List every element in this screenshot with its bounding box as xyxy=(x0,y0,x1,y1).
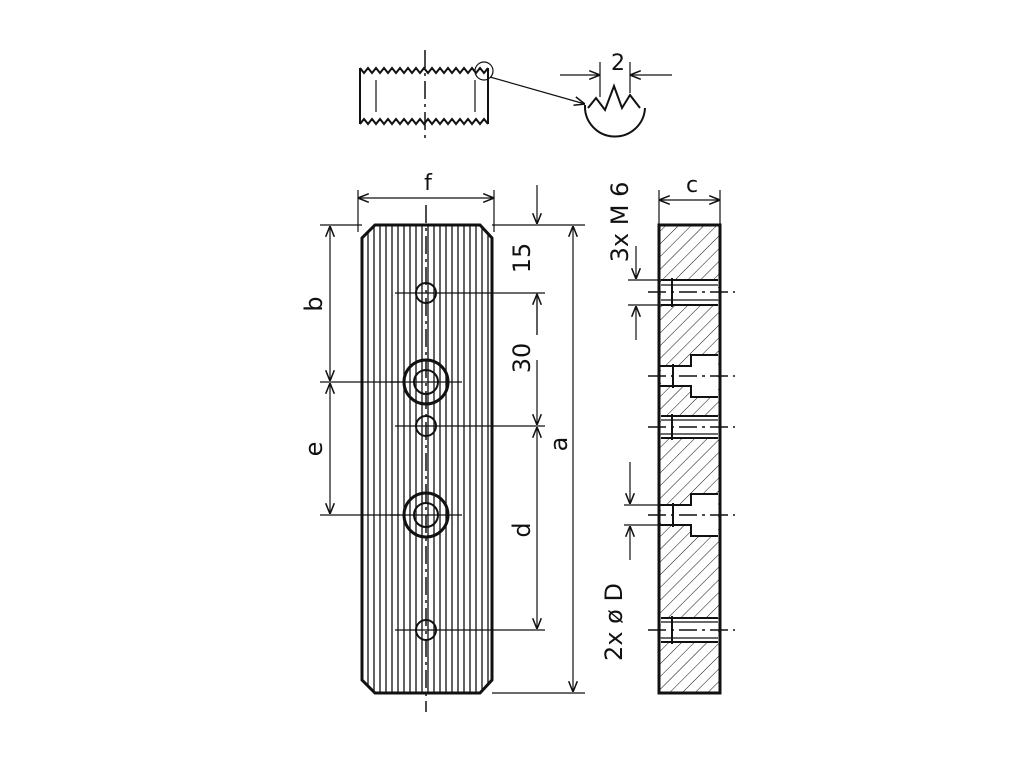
threaded-hole xyxy=(395,619,458,641)
dim-d-label: d xyxy=(508,522,536,537)
dim-b-label: b xyxy=(300,296,328,311)
dimension-c: c xyxy=(658,173,721,225)
hole-diameter-callout: 2x ø D xyxy=(600,462,661,661)
threaded-hole xyxy=(395,282,458,304)
dimension-right: 15 30 d a xyxy=(458,185,585,694)
section-threaded-bore xyxy=(648,278,735,307)
serrated-pin-view xyxy=(359,50,585,140)
dim-c-label: c xyxy=(686,173,698,198)
counterbored-hole xyxy=(390,358,462,406)
plate-holes xyxy=(390,282,462,641)
tooth-detail-view: 2 xyxy=(560,51,672,138)
counterbored-hole xyxy=(390,491,462,539)
dim-e-label: e xyxy=(300,442,328,457)
thread-callout-label: 3x M 6 xyxy=(606,182,634,263)
serrated-plate-front-view xyxy=(360,205,494,712)
hole-diameter-label: 2x ø D xyxy=(600,583,628,661)
dim-30-label: 30 xyxy=(508,343,536,374)
dim-a-label: a xyxy=(545,437,573,452)
section-view xyxy=(648,223,735,695)
section-counterbore xyxy=(648,493,735,537)
thread-callout: 3x M 6 xyxy=(606,182,661,340)
section-threaded-bore xyxy=(648,414,735,440)
section-counterbore xyxy=(648,354,735,398)
dim-f-label: f xyxy=(424,171,433,196)
section-threaded-bore xyxy=(648,616,735,644)
dimension-b-e: b e xyxy=(300,224,400,516)
tooth-pitch-label: 2 xyxy=(611,51,625,76)
threaded-hole xyxy=(395,415,458,437)
dim-15-label: 15 xyxy=(508,243,536,274)
